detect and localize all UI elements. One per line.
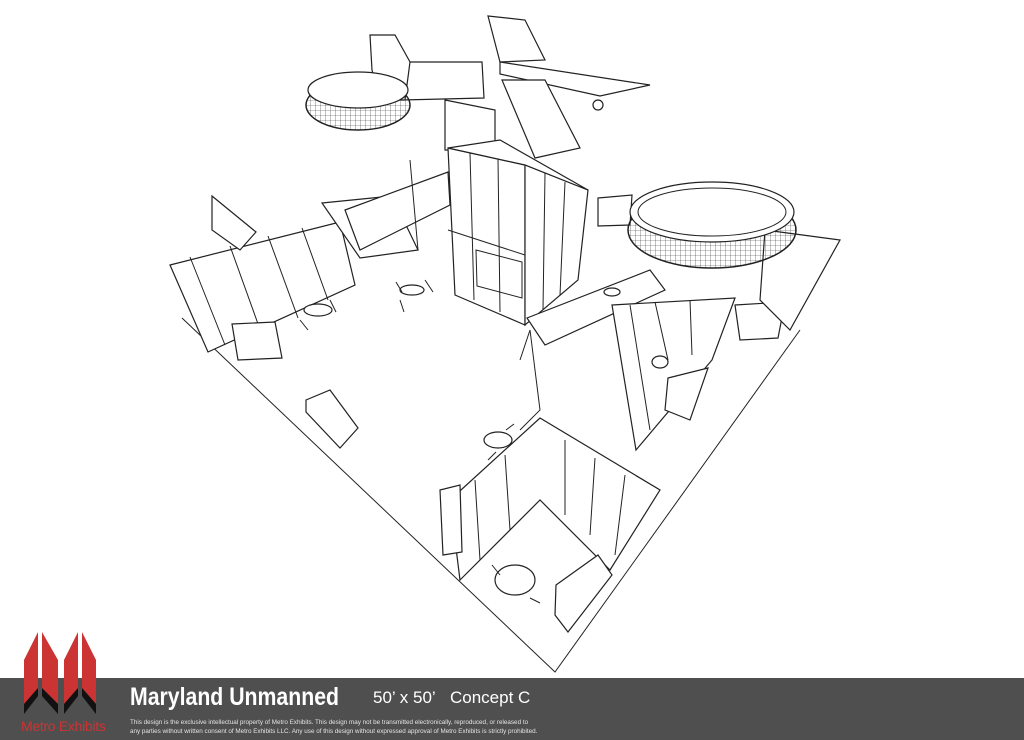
brand-name: Metro Exhibits (21, 718, 106, 734)
right-ring-sign (627, 181, 797, 269)
hanging-aircraft (305, 15, 651, 159)
legal-notice: This design is the exclusive intellectua… (130, 718, 610, 736)
metro-exhibits-logo (24, 632, 96, 714)
right-bridge-walls (526, 194, 841, 452)
floor-outline (181, 317, 801, 673)
booth-dimensions: 50’ x 50’ (373, 688, 436, 707)
footer-bar (0, 678, 1024, 740)
front-wall-unit (439, 329, 661, 633)
project-title: Maryland Unmanned (130, 683, 339, 711)
legal-line-2: any parties without written consent of M… (130, 728, 538, 735)
pedestals (305, 389, 359, 449)
legal-line-1: This design is the exclusive intellectua… (130, 719, 529, 726)
concept-label: Concept C (450, 688, 531, 707)
tables-and-chairs (299, 279, 669, 604)
central-tower (444, 99, 589, 327)
back-left-walls (320, 159, 451, 259)
booth-rendering (169, 15, 841, 673)
left-wall-unit (169, 194, 356, 361)
